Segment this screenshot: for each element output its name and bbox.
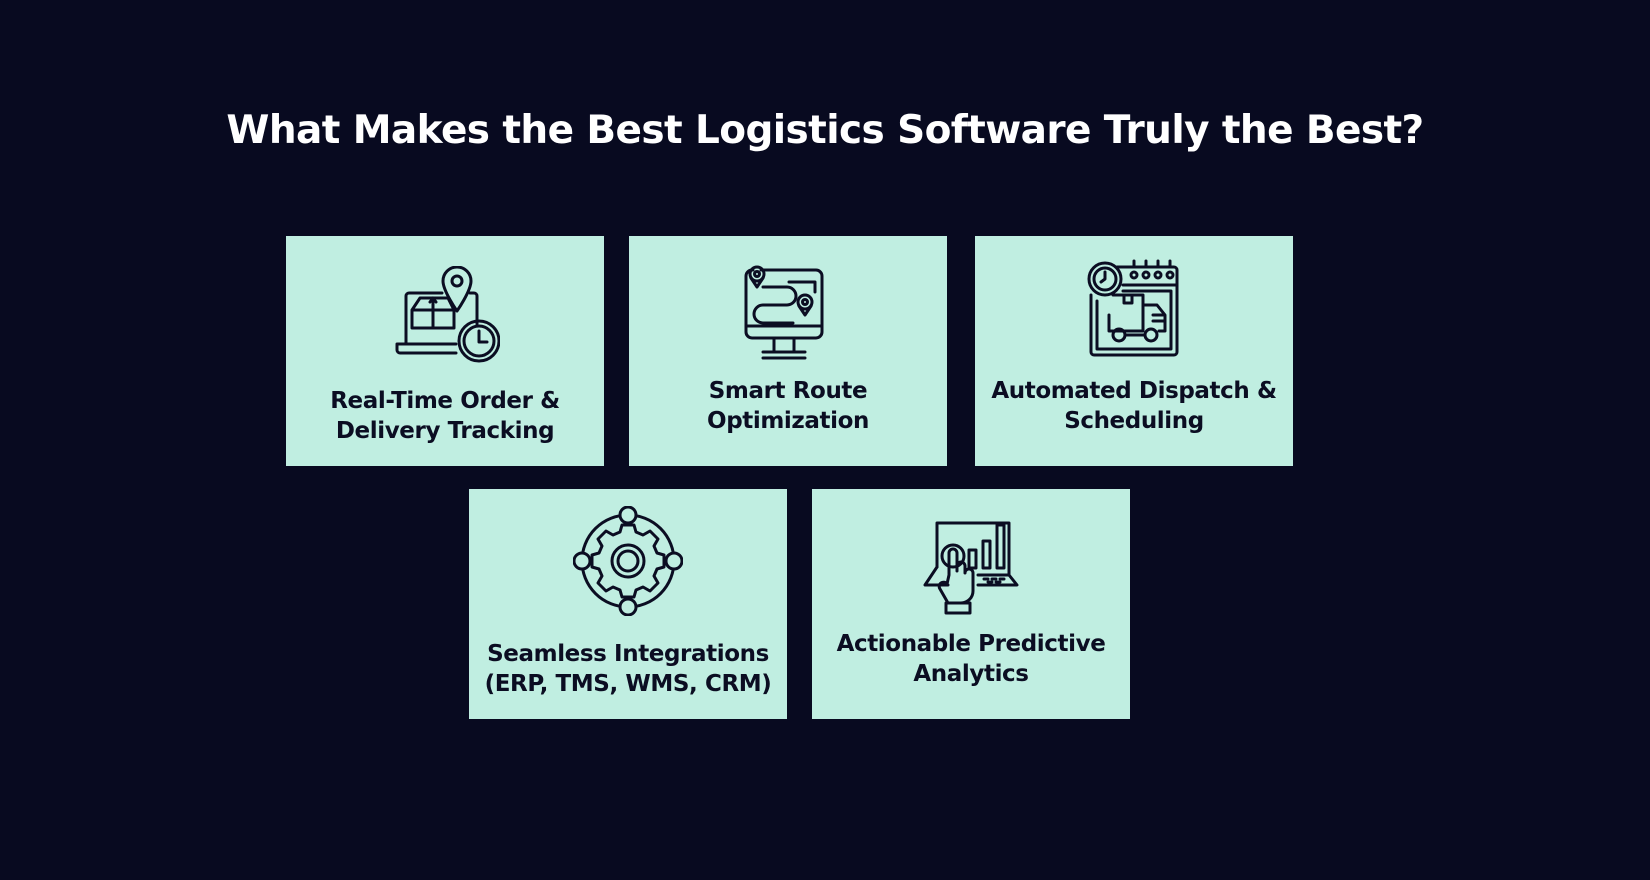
feature-card-route-optimization: Smart Route Optimization xyxy=(629,236,947,466)
gear-network-icon xyxy=(573,506,683,616)
laptop-package-location-clock-icon xyxy=(390,266,500,376)
feature-card-label: Smart Route Optimization xyxy=(707,378,869,434)
feature-card-real-time-tracking: Real-Time Order & Delivery Tracking xyxy=(286,236,604,466)
calendar-truck-clock-icon xyxy=(1079,255,1189,365)
feature-card-predictive-analytics: Actionable Predictive Analytics xyxy=(812,489,1130,719)
monitor-route-pins-icon xyxy=(733,260,843,370)
page-title: What Makes the Best Logistics Software T… xyxy=(226,108,1424,153)
feature-card-label: Actionable Predictive Analytics xyxy=(836,631,1106,687)
feature-card-label: Real-Time Order & Delivery Tracking xyxy=(330,388,560,444)
laptop-bar-chart-touch-icon xyxy=(916,513,1026,623)
feature-card-label: Seamless Integrations (ERP, TMS, WMS, CR… xyxy=(484,641,772,697)
feature-card-dispatch-scheduling: Automated Dispatch & Scheduling xyxy=(975,236,1293,466)
feature-card-label: Automated Dispatch & Scheduling xyxy=(991,378,1277,434)
feature-card-integrations: Seamless Integrations (ERP, TMS, WMS, CR… xyxy=(469,489,787,719)
